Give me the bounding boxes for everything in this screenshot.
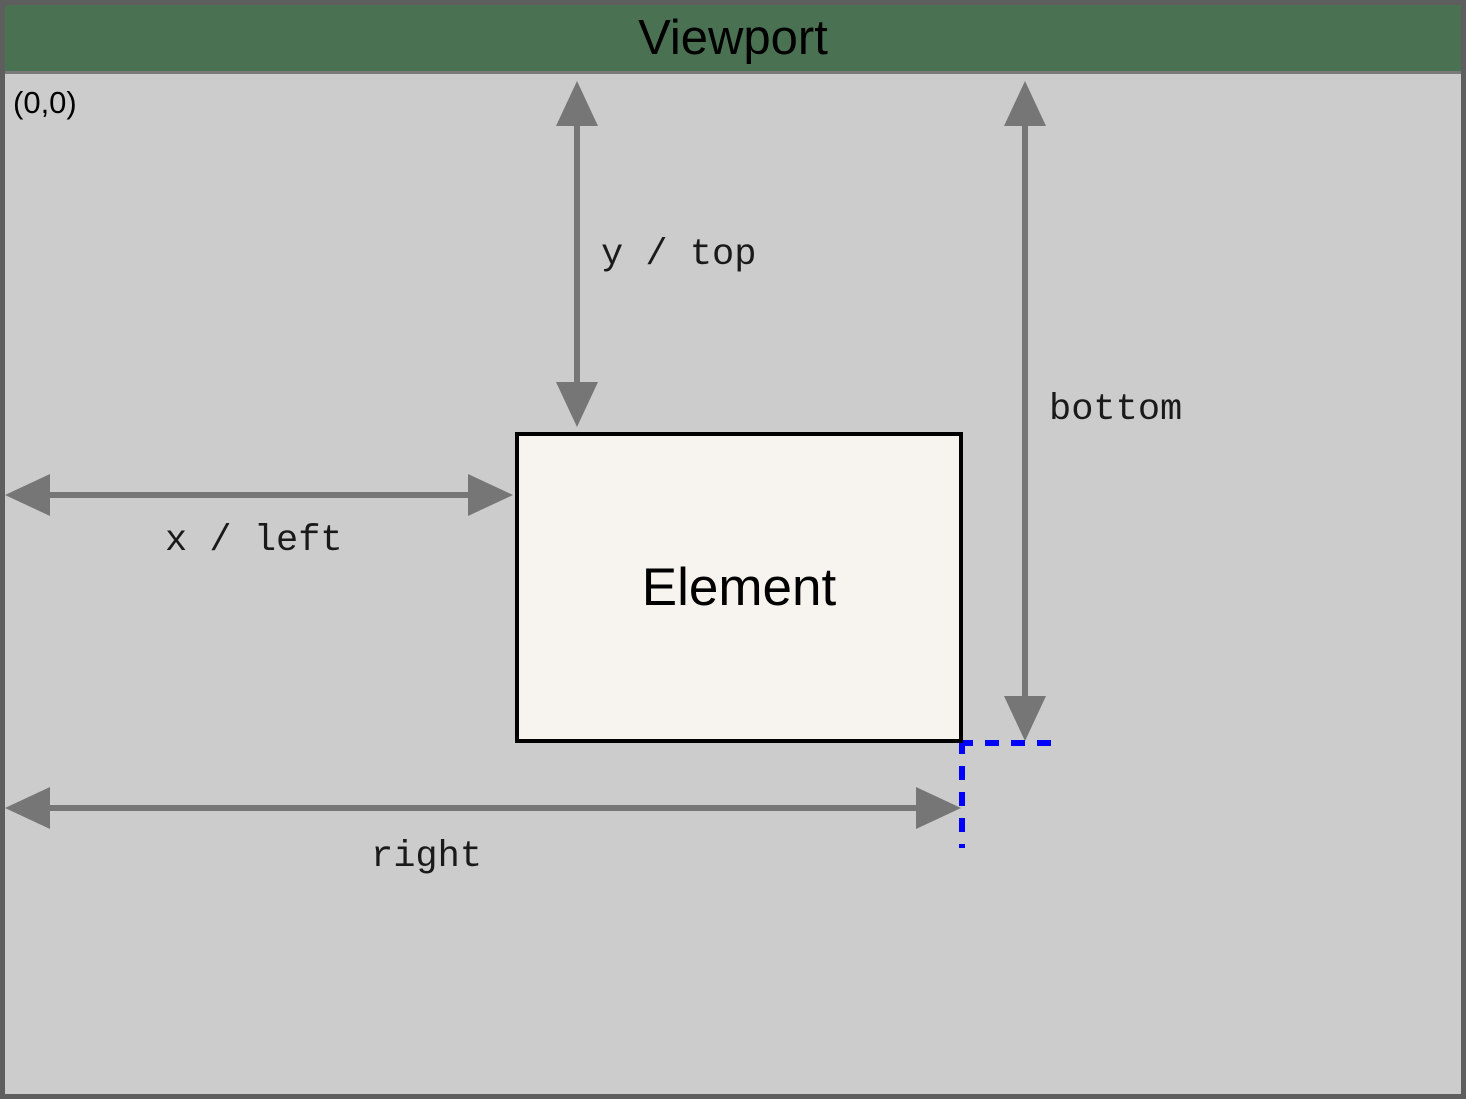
page-title: Viewport bbox=[638, 10, 828, 65]
measurement-label-right: right bbox=[371, 836, 483, 878]
measurement-label-y-top: y / top bbox=[601, 234, 757, 276]
measurement-label-x-left: x / left bbox=[165, 520, 343, 562]
viewport-header: Viewport bbox=[5, 5, 1461, 74]
origin-coordinate-label: (0,0) bbox=[13, 85, 77, 120]
measurement-label-bottom: bottom bbox=[1049, 389, 1183, 431]
element-label: Element bbox=[641, 558, 837, 617]
element-box: Element bbox=[515, 432, 963, 743]
